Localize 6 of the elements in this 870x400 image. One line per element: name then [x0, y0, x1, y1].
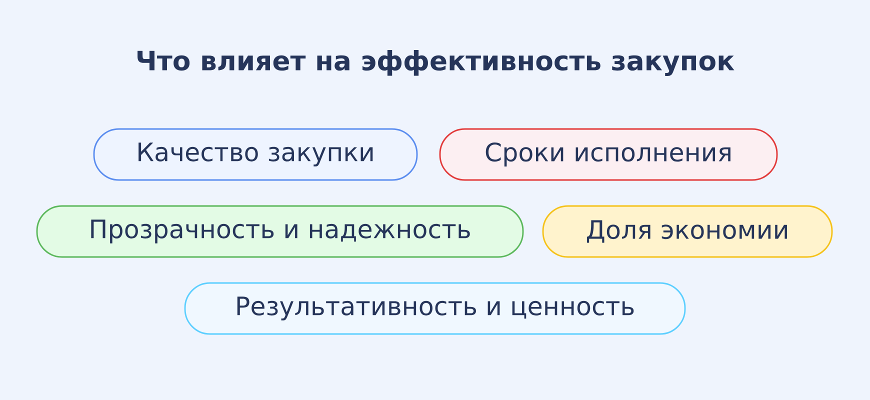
pill-label: Доля экономии: [542, 205, 833, 258]
pill-label: Результативность и ценность: [184, 282, 686, 335]
pill-label: Сроки исполнения: [439, 128, 778, 181]
pill-label: Прозрачность и надежность: [36, 205, 524, 258]
pill-label: Качество закупки: [93, 128, 418, 181]
title: Что влияет на эффективность закупок: [138, 50, 734, 76]
